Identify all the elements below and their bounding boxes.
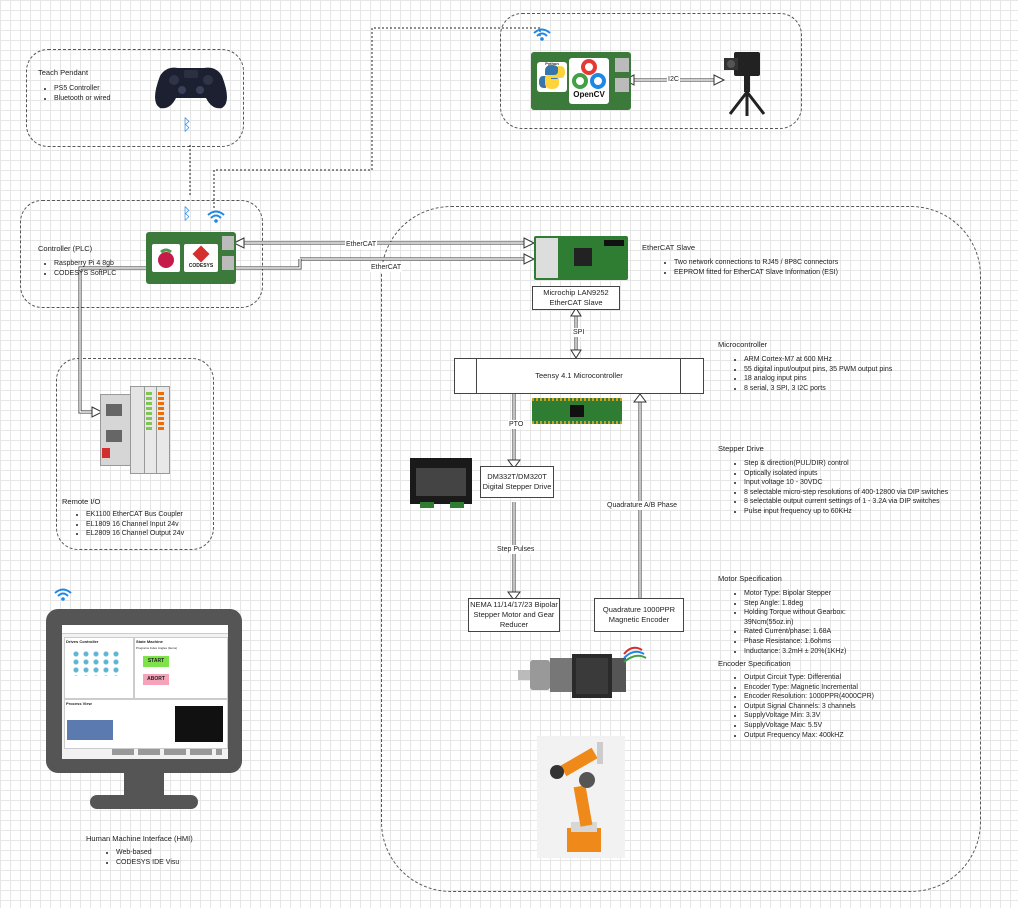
controller-specs: Raspberry Pi 4 8gb CODESYS SoftPLC bbox=[36, 259, 116, 278]
step-pulses-label: Step Pulses bbox=[496, 545, 536, 554]
bluetooth-icon: ᛒ bbox=[182, 206, 192, 223]
list-item: EEPROM fitted for EtherCAT Slave Informa… bbox=[674, 268, 838, 278]
list-item: Bluetooth or wired bbox=[54, 94, 110, 104]
list-item: Inductance: 3.2mH ± 20%(1KHz) bbox=[744, 647, 884, 657]
list-item: 8 serial, 3 SPI, 3 I2C ports bbox=[744, 384, 892, 394]
python-logo: Python bbox=[537, 61, 567, 92]
process-view-panel: Process View bbox=[64, 699, 228, 749]
list-item: EL2809 16 Channel Output 24v bbox=[86, 529, 184, 539]
list-item: Holding Torque without Gearbox: 39Ncm(55… bbox=[744, 608, 884, 627]
vision-group bbox=[500, 13, 802, 129]
ethercat-slave-title: EtherCAT Slave bbox=[642, 243, 696, 252]
motor-specs: Motor Type: Bipolar Stepper Step Angle: … bbox=[726, 589, 884, 656]
wifi-icon bbox=[207, 210, 225, 226]
hmi-monitor-image: Drives Controller State Machine Programs… bbox=[46, 609, 242, 815]
list-item: 8 selectable output current settings of … bbox=[744, 497, 948, 507]
teensy-board-image bbox=[532, 398, 622, 424]
ps5-controller-image bbox=[155, 67, 227, 109]
list-item: EK1100 EtherCAT Bus Coupler bbox=[86, 510, 184, 520]
bluetooth-icon: ᛒ bbox=[182, 117, 192, 134]
raspberry-logo bbox=[152, 244, 180, 272]
abort-button[interactable]: ABORT bbox=[143, 674, 169, 685]
controller-title: Controller (PLC) bbox=[38, 244, 93, 253]
ethercat-slave-specs: Two network connections to RJ45 / 8P8C c… bbox=[656, 258, 838, 277]
state-machine-panel: State Machine Programs Index Angles (Ite… bbox=[134, 637, 228, 699]
hmi-title: Human Machine Interface (HMI) bbox=[86, 834, 193, 843]
encoder-spec-title: Encoder Specification bbox=[718, 659, 791, 668]
list-item: Input voltage 10 - 30VDC bbox=[744, 478, 948, 488]
list-item: 55 digital input/output pins, 35 PWM out… bbox=[744, 365, 892, 375]
drives-controller-panel: Drives Controller bbox=[64, 637, 134, 699]
stepper-motor-image bbox=[518, 646, 647, 698]
microcontroller-title: Microcontroller bbox=[718, 340, 768, 349]
list-item: PS5 Controller bbox=[54, 84, 110, 94]
stepper-drive-image bbox=[410, 458, 472, 508]
i2c-label: I2C bbox=[667, 75, 680, 84]
remote-io-specs: EK1100 EtherCAT Bus Coupler EL1809 16 Ch… bbox=[68, 510, 184, 539]
controller-group bbox=[20, 200, 263, 308]
microcontroller-specs: ARM Cortex-M7 at 600 MHz 55 digital inpu… bbox=[726, 355, 892, 393]
spi-label: SPI bbox=[572, 328, 586, 337]
list-item: Step Angle: 1.8deg bbox=[744, 599, 884, 609]
opencv-text: OpenCV bbox=[573, 90, 605, 99]
list-item: SupplyVoltage Min: 3.3V bbox=[744, 711, 874, 721]
list-item: Output Circuit Type: Differential bbox=[744, 673, 874, 683]
lan9252-box: Microchip LAN9252 EtherCAT Slave bbox=[532, 286, 620, 310]
list-item: Output Signal Channels: 3 channels bbox=[744, 702, 874, 712]
list-item: Web-based bbox=[116, 848, 179, 858]
wifi-icon bbox=[54, 588, 72, 604]
motor-spec-title: Motor Specification bbox=[718, 574, 782, 583]
robot-subsystem-group bbox=[381, 206, 981, 892]
motor-box: NEMA 11/14/17/23 Bipolar Stepper Motor a… bbox=[468, 598, 560, 632]
remote-io-group bbox=[56, 358, 214, 550]
beckhoff-remote-io-image bbox=[100, 386, 170, 474]
hmi-specs: Web-based CODESYS IDE Visu bbox=[98, 848, 179, 867]
stepper-drive-specs: Step & direction(PUL/DIR) control Optica… bbox=[726, 459, 948, 517]
remote-io-title: Remote I/O bbox=[62, 497, 101, 506]
teach-pendant-specs: PS5 Controller Bluetooth or wired bbox=[36, 84, 110, 103]
raspberry-pi-vision-board: Python OpenCV bbox=[531, 52, 631, 110]
list-item: Output Frequency Max: 400kHZ bbox=[744, 731, 874, 741]
list-item: Two network connections to RJ45 / 8P8C c… bbox=[674, 258, 838, 268]
quadrature-label: Quadrature A/B Phase bbox=[606, 501, 679, 510]
codesys-logo: CODESYS bbox=[184, 244, 218, 272]
ethercat-slave-board-image bbox=[534, 236, 628, 280]
hmi-screen: Drives Controller State Machine Programs… bbox=[62, 625, 228, 759]
camera-image bbox=[724, 52, 766, 116]
robot-arm-image bbox=[537, 736, 625, 858]
list-item: 18 analog input pins bbox=[744, 374, 892, 384]
encoder-specs: Output Circuit Type: Differential Encode… bbox=[726, 673, 874, 740]
list-item: Pulse input frequency up to 60KHz bbox=[744, 507, 948, 517]
list-item: Optically isolated inputs bbox=[744, 469, 948, 479]
list-item: Step & direction(PUL/DIR) control bbox=[744, 459, 948, 469]
stepper-drive-box: DM332T/DM320T Digital Stepper Drive bbox=[480, 466, 554, 498]
raspberry-pi-plc-board: CODESYS bbox=[146, 232, 236, 284]
teach-pendant-title: Teach Pendant bbox=[38, 68, 89, 77]
ethercat-link-label: EtherCAT bbox=[370, 263, 403, 272]
list-item: SupplyVoltage Max: 5.5V bbox=[744, 721, 874, 731]
python-text: Python bbox=[545, 61, 559, 66]
opencv-logo: OpenCV bbox=[569, 58, 609, 104]
list-item: Phase Resistance: 1.6ohms bbox=[744, 637, 884, 647]
pto-label: PTO bbox=[508, 420, 525, 429]
wifi-icon bbox=[533, 28, 551, 44]
list-item: Motor Type: Bipolar Stepper bbox=[744, 589, 884, 599]
teach-pendant-group bbox=[26, 49, 244, 147]
ethercat-link-label: EtherCAT bbox=[345, 240, 378, 249]
list-item: CODESYS SoftPLC bbox=[54, 269, 116, 279]
stepper-drive-title: Stepper Drive bbox=[718, 444, 764, 453]
list-item: CODESYS IDE Visu bbox=[116, 858, 179, 868]
list-item: Encoder Type: Magnetic Incremental bbox=[744, 683, 874, 693]
list-item: Encoder Resolution: 1000PPR(4000CPR) bbox=[744, 692, 874, 702]
list-item: 8 selectable micro-step resolutions of 4… bbox=[744, 488, 948, 498]
list-item: Raspberry Pi 4 8gb bbox=[54, 259, 116, 269]
list-item: Rated Current/phase: 1.68A bbox=[744, 627, 884, 637]
teensy-box: Teensy 4.1 Microcontroller bbox=[454, 358, 704, 394]
list-item: ARM Cortex-M7 at 600 MHz bbox=[744, 355, 892, 365]
list-item: EL1809 16 Channel Input 24v bbox=[86, 520, 184, 530]
encoder-box: Quadrature 1000PPR Magnetic Encoder bbox=[594, 598, 684, 632]
start-button[interactable]: START bbox=[143, 656, 169, 667]
